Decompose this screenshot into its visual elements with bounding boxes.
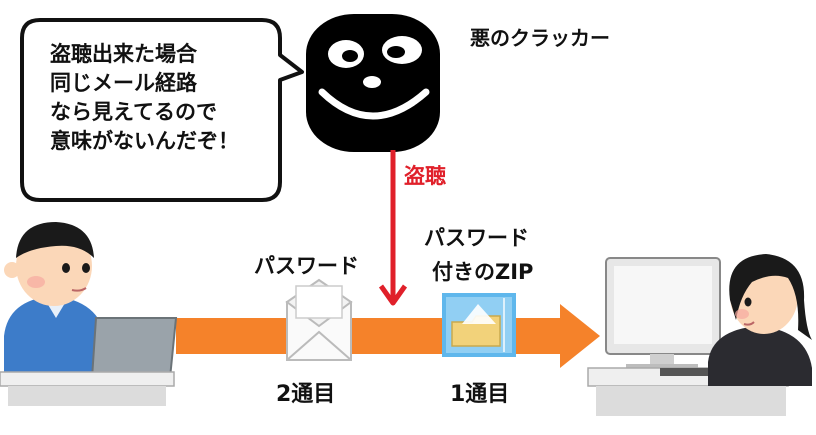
- eavesdrop-arrow: [378, 150, 408, 306]
- speech-bubble-line: 意味がないんだぞ！: [50, 129, 239, 153]
- zip-mail-order: 1通目: [450, 382, 510, 407]
- eavesdrop-label: 盗聴: [404, 164, 446, 188]
- cracker-label: 悪のクラッカー: [470, 26, 610, 50]
- speech-bubble: [20, 18, 304, 202]
- speech-bubble-line: なら見えてるので: [50, 100, 217, 124]
- zip-mail-label-line1: パスワード: [424, 226, 529, 250]
- password-mail-order: 2通目: [276, 382, 336, 407]
- envelope-icon: [285, 278, 353, 361]
- speech-bubble-line: 盗聴出来た場合: [50, 42, 197, 66]
- zip-mail-label-line2: 付きのZIP: [432, 260, 534, 284]
- zip-folder-icon: [442, 293, 516, 357]
- receiver-woman-at-pc-icon: [587, 254, 812, 416]
- speech-bubble-line: 同じメール経路: [50, 71, 197, 95]
- password-mail-label: パスワード: [254, 254, 359, 278]
- speech-bubble-text: 盗聴出来た場合 同じメール経路 なら見えてるので 意味がないんだぞ！: [50, 40, 260, 156]
- sender-man-with-laptop-icon: [0, 222, 178, 406]
- flow-arrow: [176, 304, 600, 368]
- cracker-mask-icon: [306, 14, 440, 152]
